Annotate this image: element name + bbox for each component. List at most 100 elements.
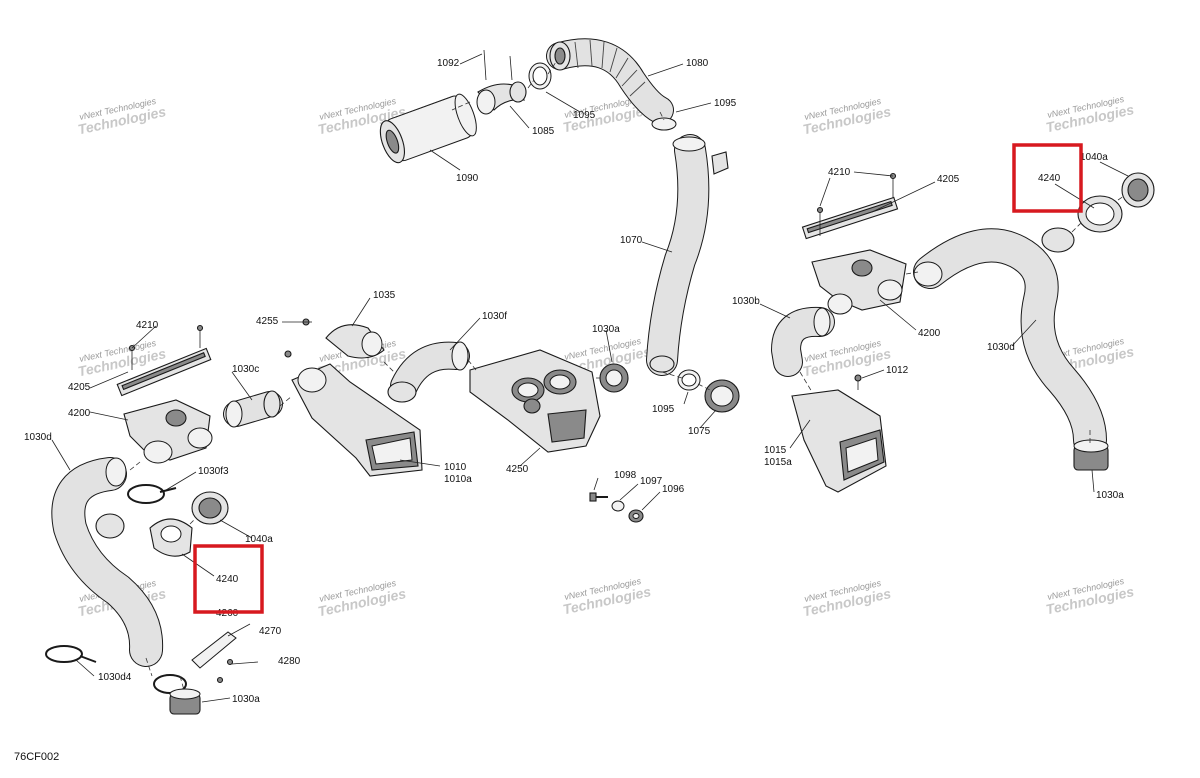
coupler-1030a[interactable]	[1073, 439, 1109, 471]
callout-1095: 1095	[573, 110, 596, 121]
highlight-box-4240-right[interactable]	[1012, 143, 1083, 213]
bracket-4205[interactable]	[801, 196, 899, 240]
air-filter-1090[interactable]	[375, 92, 480, 166]
callout-1030b: 1030b	[732, 296, 760, 307]
callout-4255: 4255	[256, 316, 279, 327]
callout-1015: 1015	[764, 445, 787, 456]
highlights	[193, 143, 1083, 614]
long-duct-1070[interactable]	[646, 134, 729, 376]
cap-1040a[interactable]	[1121, 172, 1155, 208]
cable-tie-1030d4[interactable]	[45, 645, 97, 663]
coupler-1030c[interactable]	[223, 390, 283, 428]
nut-1096[interactable]	[628, 509, 644, 523]
callout-1080: 1080	[686, 58, 709, 69]
callout-4280: 4280	[278, 656, 301, 667]
callout-1030a: 1030a	[1096, 490, 1124, 501]
hose-1030d[interactable]	[913, 227, 1107, 457]
screw-4280[interactable]	[216, 676, 224, 684]
bolt-1098[interactable]	[589, 492, 608, 502]
callout-4250: 4250	[506, 464, 529, 475]
hose-1030d[interactable]	[51, 457, 164, 667]
callout-4240: 4240	[1038, 173, 1061, 184]
flange-4240[interactable]	[1077, 195, 1123, 233]
airbox-1015[interactable]	[791, 389, 887, 493]
clamp-ring-1095[interactable]	[651, 117, 677, 131]
callout-1095: 1095	[652, 404, 675, 415]
callout-1090: 1090	[456, 173, 479, 184]
callout-1085: 1085	[532, 126, 555, 137]
callout-4210: 4210	[136, 320, 159, 331]
air-filter-assembly	[375, 38, 740, 413]
callout-1010: 1010	[444, 462, 467, 473]
screw-4280[interactable]	[226, 658, 234, 666]
callout-4240: 4240	[216, 574, 239, 585]
callout-4200: 4200	[68, 408, 91, 419]
callout-1075: 1075	[688, 426, 711, 437]
callout-1030d: 1030d	[24, 432, 52, 443]
elbow-1085[interactable]	[476, 81, 527, 115]
watermark: vNext Technologies Technologies	[561, 576, 652, 618]
callout-1030f: 1030f	[482, 311, 507, 322]
callout-1030a: 1030a	[592, 324, 620, 335]
panel-4250[interactable]	[469, 349, 601, 453]
highlight-box-4240-left[interactable]	[193, 544, 264, 614]
screw-4210[interactable]	[196, 324, 204, 349]
hose-1030f[interactable]	[387, 341, 470, 403]
watermark: vNext Technologies Technologies	[1044, 94, 1135, 136]
cable-tie-1030f3[interactable]	[127, 484, 177, 504]
screw-4210[interactable]	[889, 172, 897, 199]
callout-1098: 1098	[614, 470, 637, 481]
callout-1095: 1095	[714, 98, 737, 109]
left-plenum-assembly	[45, 324, 251, 715]
watermark: vNext Technologies Technologies	[801, 578, 892, 620]
callout-labels: 1092 1080 1095 1095 1085 1090 1070 4210 …	[24, 58, 1124, 705]
callout-1040a: 1040a	[1080, 152, 1108, 163]
callout-1096: 1096	[662, 484, 685, 495]
screw-1012[interactable]	[854, 374, 862, 390]
elbow-1030b[interactable]	[771, 306, 835, 377]
coupler-1075[interactable]	[704, 379, 740, 413]
callout-4270: 4270	[259, 626, 282, 637]
callout-1015a: 1015a	[764, 457, 792, 468]
watermark: vNext Technologies Technologies	[1044, 576, 1135, 618]
callout-4210: 4210	[828, 167, 851, 178]
flange-4240[interactable]	[149, 518, 193, 557]
screw-4210[interactable]	[816, 206, 824, 237]
diagram-id: 76CF002	[14, 751, 60, 763]
callout-1092: 1092	[437, 58, 460, 69]
watermarks: vNext Technologies Technologies vNext Te…	[76, 94, 1135, 620]
elbow-1035[interactable]	[325, 324, 385, 359]
callout-4205: 4205	[68, 382, 91, 393]
callout-1097: 1097	[640, 476, 663, 487]
callout-4200: 4200	[918, 328, 941, 339]
callout-1030d: 1030d	[987, 342, 1015, 353]
callout-1030d4: 1030d4	[98, 672, 132, 683]
bracket-4270[interactable]	[191, 623, 251, 669]
leader-lines	[51, 49, 1129, 703]
washer-1097[interactable]	[611, 500, 625, 512]
bracket-4205[interactable]	[116, 347, 212, 397]
callout-1040a: 1040a	[245, 534, 273, 545]
callout-1010a: 1010a	[444, 474, 472, 485]
callout-1070: 1070	[620, 235, 643, 246]
screw-4255[interactable]	[300, 318, 312, 326]
corrugated-hose-1080[interactable]	[546, 38, 674, 124]
watermark: vNext Technologies Technologies	[801, 338, 892, 380]
watermark: vNext Technologies Technologies	[316, 578, 407, 620]
callout-1030c: 1030c	[232, 364, 259, 375]
cap-1040a[interactable]	[191, 491, 229, 525]
watermark: vNext Technologies Technologies	[801, 96, 892, 138]
callout-1030a: 1030a	[232, 694, 260, 705]
callout-1030f3: 1030f3	[198, 466, 229, 477]
callout-4205: 4205	[937, 174, 960, 185]
plenum-4200[interactable]	[123, 399, 213, 464]
watermark: vNext Technologies Technologies	[76, 96, 167, 138]
coupler-1030a[interactable]	[169, 688, 201, 715]
plenum-4200[interactable]	[811, 249, 907, 315]
screw-4255[interactable]	[284, 350, 292, 358]
right-plenum-assembly	[771, 172, 1155, 493]
callout-1012: 1012	[886, 365, 909, 376]
callout-1035: 1035	[373, 290, 396, 301]
coupler-1030a[interactable]	[599, 363, 629, 393]
